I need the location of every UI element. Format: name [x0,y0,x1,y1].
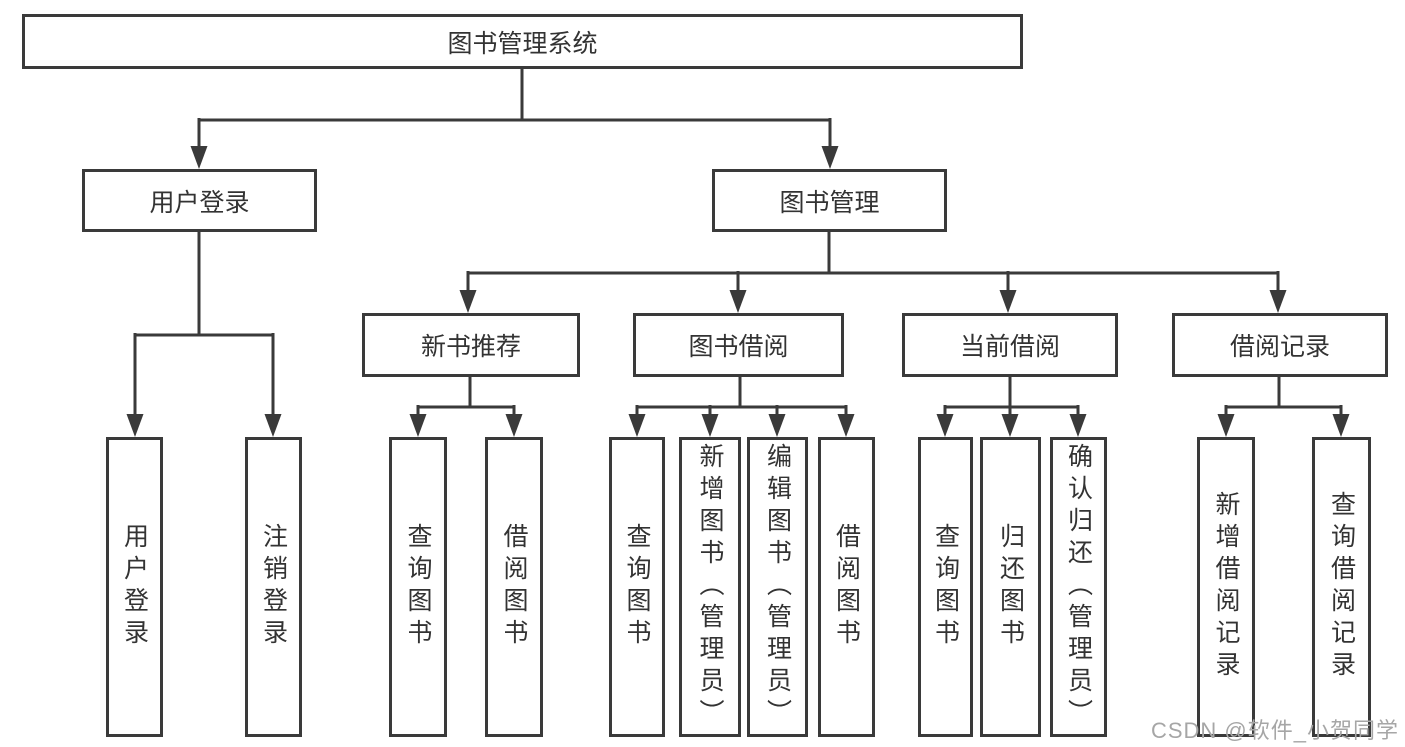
leaf-query-books-current: 查询图书 [918,437,973,737]
node-new-book-recommendation: 新书推荐 [362,313,580,377]
node-current-borrowing: 当前借阅 [902,313,1118,377]
leaf-add-book-admin: 新增图书（管理员） [679,437,741,737]
node-library-system-root: 图书管理系统 [22,14,1023,69]
leaf-borrow-books-borrowing: 借阅图书 [818,437,875,737]
node-user-login: 用户登录 [82,169,317,232]
node-book-management: 图书管理 [712,169,947,232]
leaf-confirm-return-admin: 确认归还（管理员） [1050,437,1107,737]
leaf-query-books-borrowing: 查询图书 [609,437,665,737]
leaf-edit-book-admin: 编辑图书（管理员） [747,437,808,737]
leaf-user-login: 用户登录 [106,437,163,737]
leaf-borrow-books-recommend: 借阅图书 [485,437,543,737]
leaf-add-borrow-record: 新增借阅记录 [1197,437,1255,737]
leaf-query-books-recommend: 查询图书 [389,437,447,737]
node-book-borrowing: 图书借阅 [633,313,844,377]
leaf-logout: 注销登录 [245,437,302,737]
leaf-return-books: 归还图书 [980,437,1041,737]
node-borrowing-records: 借阅记录 [1172,313,1388,377]
watermark-text: CSDN @软件_小贺同学 [1150,718,1399,743]
leaf-query-borrow-record: 查询借阅记录 [1312,437,1371,737]
